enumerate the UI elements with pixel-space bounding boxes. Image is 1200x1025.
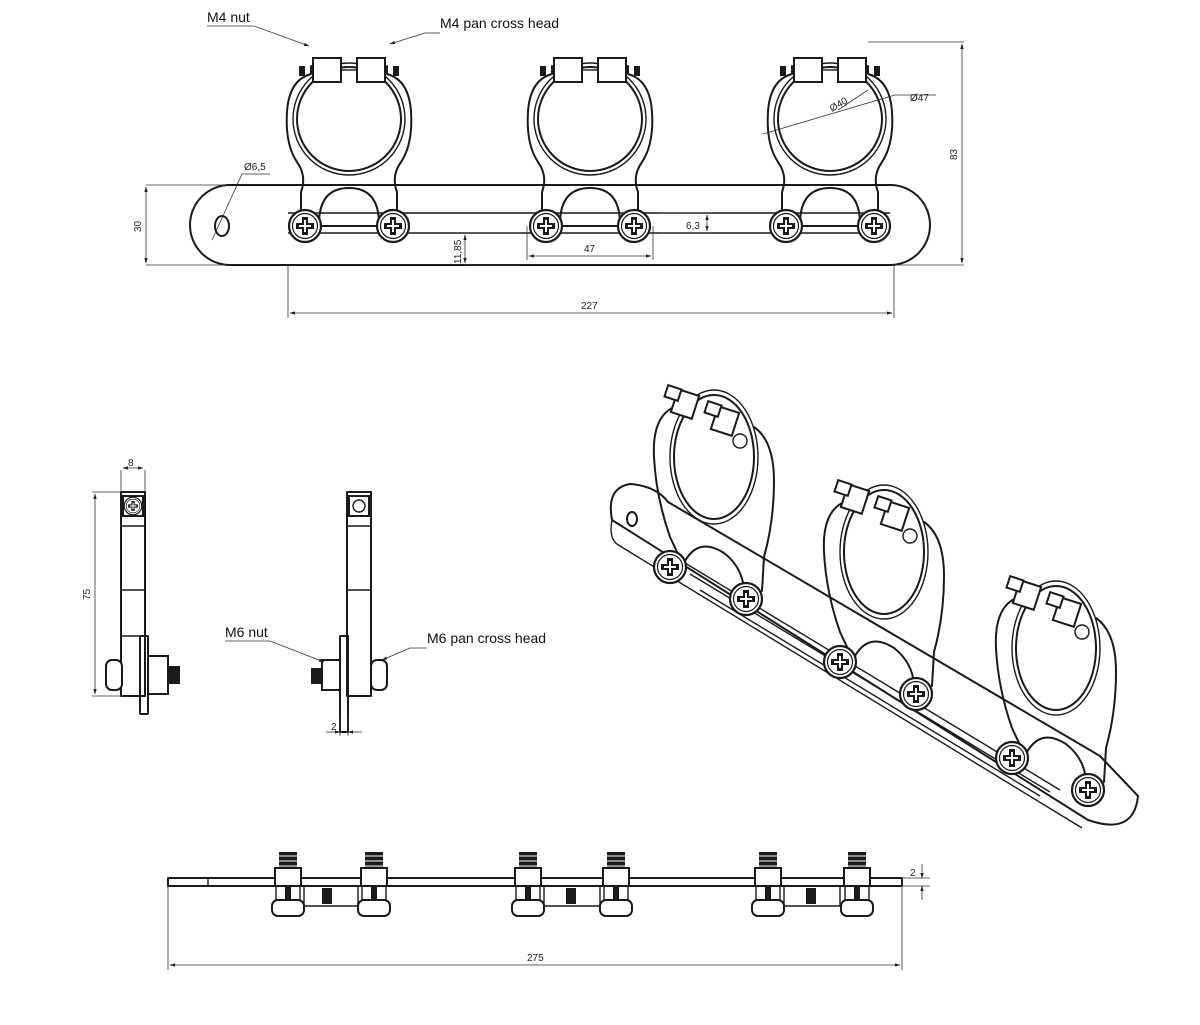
bottom-view: 2 275 — [167, 851, 930, 970]
isometric-view — [609, 385, 1139, 829]
dim-plate-thickness-side: 2 — [331, 722, 337, 733]
dim-side-width: 8 — [128, 458, 134, 469]
iso-mount-hole — [626, 511, 638, 527]
dim-outer-diameter: Ø47 — [910, 93, 929, 104]
clamp-1 — [287, 58, 412, 242]
bottom-fastener-4 — [599, 851, 633, 917]
bottom-fastener-2 — [357, 851, 391, 917]
dim-rail-offset: 11,85 — [453, 239, 464, 264]
dim-plate-height: 30 — [133, 220, 144, 232]
bottom-fastener-1 — [271, 851, 305, 917]
side-view-left: 8 75 — [82, 458, 180, 715]
iso-clamp-2 — [824, 480, 944, 710]
dim-screw-spacing: 47 — [584, 244, 596, 255]
bottom-fastener-6 — [840, 851, 874, 917]
label-m4-nut: M4 nut — [207, 9, 250, 25]
mount-hole — [214, 215, 230, 237]
base-plate — [189, 184, 931, 266]
dim-plate-thickness: 2 — [910, 868, 916, 879]
bottom-fastener-3 — [511, 851, 545, 917]
dim-overall-height: 83 — [949, 148, 960, 160]
dim-overall-length: 275 — [527, 953, 544, 964]
clamp-2 — [528, 58, 653, 242]
label-m6-nut: M6 nut — [225, 624, 268, 640]
side-view-right: M6 nut M6 pan cross head 2 — [225, 491, 546, 736]
dim-side-height: 75 — [82, 588, 93, 600]
label-m6-pan: M6 pan cross head — [427, 630, 546, 646]
iso-clamp-3 — [996, 576, 1116, 806]
dim-rail-height: 6,3 — [686, 221, 700, 232]
dim-clamp-span: 227 — [581, 301, 598, 312]
label-m4-pan: M4 pan cross head — [440, 15, 559, 31]
dim-hole-diameter: Ø6,5 — [244, 162, 266, 173]
bottom-fastener-5 — [751, 851, 785, 917]
iso-base-plate — [609, 483, 1139, 826]
front-view: M4 nut M4 pan cross head Ø6,5 30 83 Ø40 … — [133, 9, 964, 318]
clamp-3 — [768, 58, 893, 242]
